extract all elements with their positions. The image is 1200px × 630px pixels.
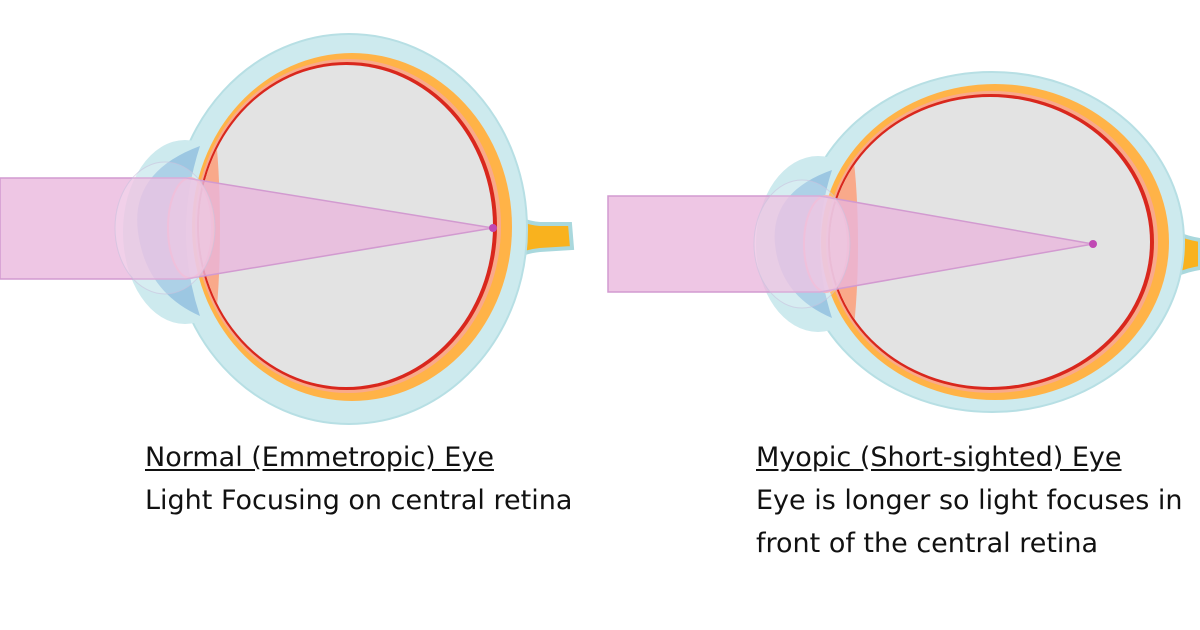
normal-lens-overlay [114,161,216,295]
myopic-eye-description: Eye is longer so light focuses in front … [756,485,1183,559]
myopic-eye-title: Myopic (Short-sighted) Eye [756,442,1122,473]
normal-eye [0,33,575,425]
myopic-eye [607,71,1200,413]
myopic-eye-caption: Myopic (Short-sighted) Eye Eye is longer… [756,436,1196,565]
normal-eye-title: Normal (Emmetropic) Eye [145,442,494,473]
myopic-focus-point [1089,240,1097,248]
normal-light-beam [0,177,494,280]
myopic-lens-overlay [753,179,851,309]
normal-eye-caption: Normal (Emmetropic) Eye Light Focusing o… [145,436,615,522]
normal-eye-description: Light Focusing on central retina [145,485,573,516]
normal-focus-point [489,224,497,232]
